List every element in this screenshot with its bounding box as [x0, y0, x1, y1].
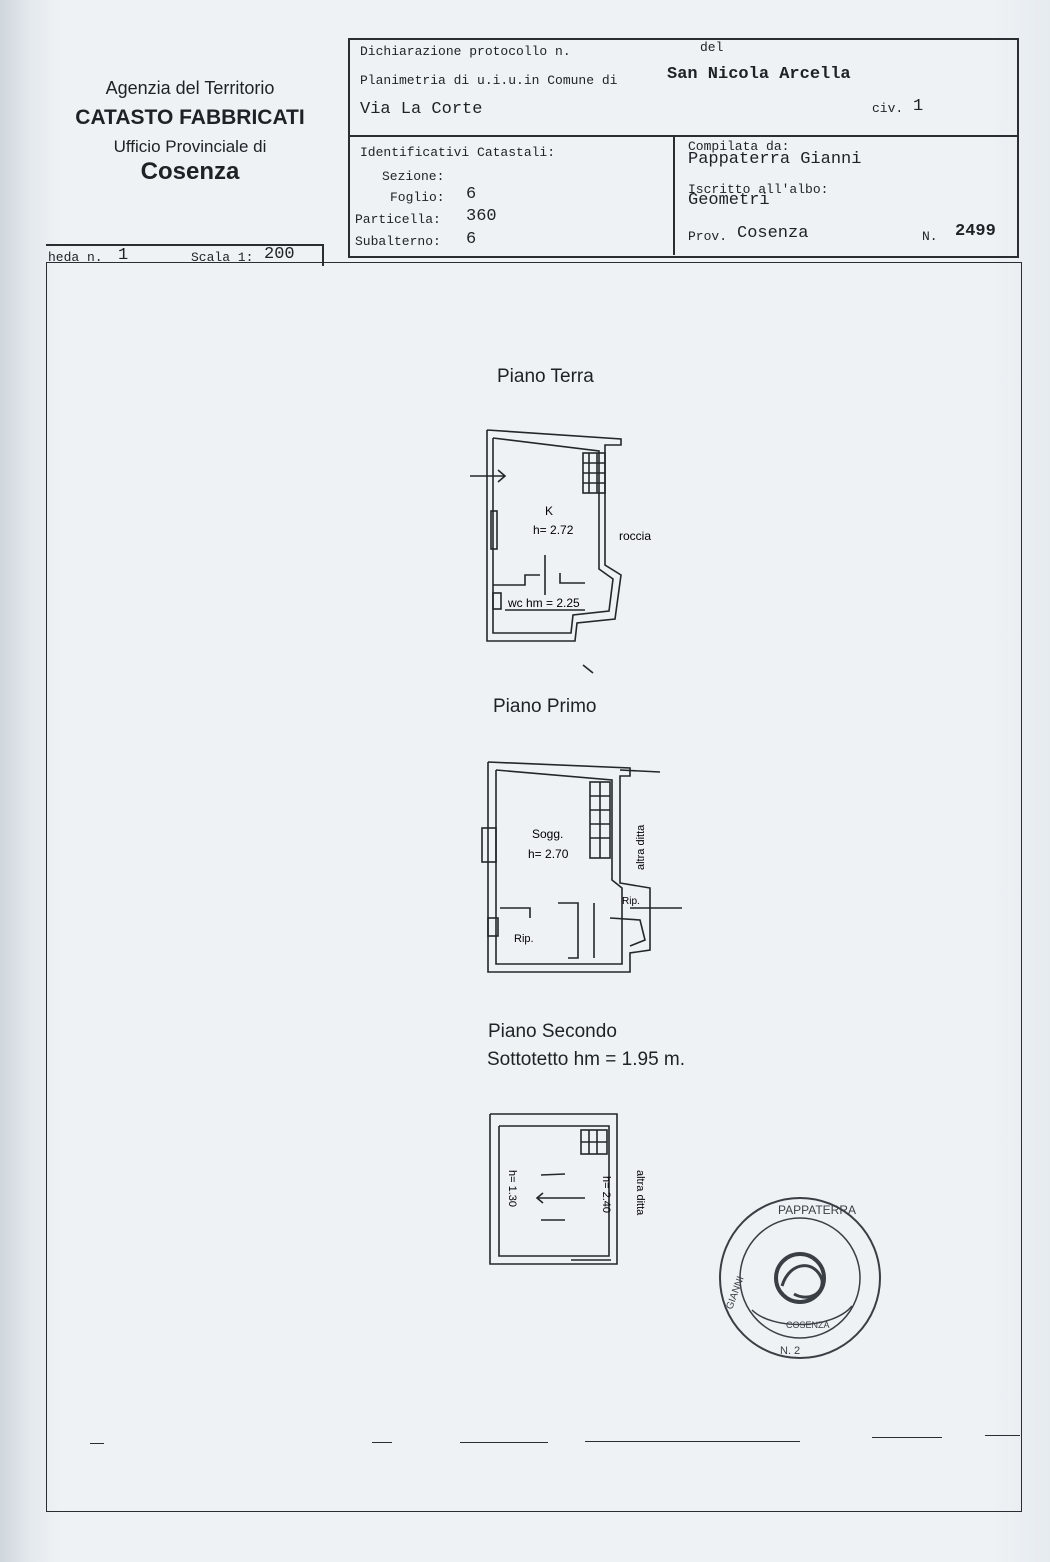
protocollo-label: Dichiarazione protocollo n.: [360, 44, 571, 59]
bottom-mark: [585, 1441, 800, 1442]
scheda-top-line: [46, 244, 324, 246]
header-divider: [348, 135, 1017, 137]
scheda-number: 1: [118, 246, 129, 265]
n-value: 2499: [955, 222, 996, 241]
scheda-right-line: [322, 244, 324, 266]
piano-secondo-plan: h= 1.30 h= 2.40 altra ditta: [489, 1113, 645, 1265]
ufficio-label: Ufficio Provinciale di: [113, 137, 267, 156]
prov-label: Prov.: [688, 229, 728, 244]
terra-room-label: K: [545, 504, 553, 518]
secondo-h-left: h= 1.30: [506, 1170, 518, 1207]
compilata-label: Compilata da:: [688, 139, 790, 154]
identificativi-title: Identificativi Catastali:: [360, 145, 556, 160]
n-label: N.: [922, 229, 938, 244]
drawing-frame: [46, 262, 1022, 1512]
primo-height: h= 2.70: [528, 847, 569, 861]
albo-label: Iscritto all'albo:: [688, 182, 829, 197]
subalterno-value: 6: [466, 230, 477, 249]
stamp-left: GIANNI: [724, 1275, 746, 1311]
scheda-label: heda n.: [48, 250, 103, 265]
foglio-label: Foglio:: [390, 190, 445, 205]
scale-value: 200: [264, 245, 295, 264]
compiler-name: Pappaterra Gianni: [688, 150, 862, 169]
prov-value: Cosenza: [737, 224, 809, 243]
via-name: Via La Corte: [360, 100, 483, 119]
primo-room-label: Sogg.: [532, 827, 563, 841]
bottom-mark: [372, 1442, 392, 1443]
stamp-number: N. 2: [780, 1345, 800, 1357]
ufficio-city: Cosenza: [140, 158, 240, 185]
sottotetto-label: Sottotetto hm = 1.95 m.: [487, 1049, 686, 1070]
del-label: del: [700, 40, 724, 55]
stamp-bottom: COSENZA: [786, 1320, 830, 1330]
particella-label: Particella:: [355, 212, 441, 227]
civ-label: civ.: [872, 101, 904, 116]
albo-value: Geometri: [688, 191, 770, 210]
bottom-mark: [90, 1443, 104, 1444]
piano-primo-plan: Sogg. h= 2.70 altra ditta Rip. Rip.: [481, 761, 682, 973]
primo-rip-1: Rip.: [622, 896, 640, 907]
stamp-top: PAPPATERRA: [778, 1203, 856, 1217]
bottom-mark: [872, 1437, 942, 1438]
comune-name: San Nicola Arcella: [667, 65, 851, 84]
catasto-title: CATASTO FABBRICATI: [75, 106, 305, 129]
foglio-value: 6: [466, 185, 477, 204]
bottom-mark: [985, 1435, 1020, 1436]
particella-value: 360: [466, 207, 497, 226]
piano-terra-plan: K h= 2.72 roccia wc hm = 2.25: [470, 429, 651, 674]
primo-rip-2: Rip.: [514, 933, 534, 945]
scale-label: Scala 1:: [191, 250, 254, 265]
terra-height: h= 2.72: [533, 523, 574, 537]
secondo-side-label: altra ditta: [634, 1170, 645, 1216]
header-box: [348, 38, 1019, 258]
primo-side-label: altra ditta: [635, 824, 647, 870]
header-col-divider: [673, 135, 675, 255]
piano-terra-title: Piano Terra: [497, 366, 594, 387]
subalterno-label: Subalterno:: [355, 234, 441, 249]
secondo-h-right: h= 2.40: [600, 1176, 612, 1213]
piano-primo-title: Piano Primo: [493, 696, 597, 717]
agency-name: Agenzia del Territorio: [105, 78, 275, 98]
bottom-mark: [460, 1442, 548, 1443]
terra-rock-label: roccia: [619, 529, 651, 543]
sezione-label: Sezione:: [382, 169, 445, 184]
civ-value: 1: [913, 97, 924, 116]
piano-secondo-title: Piano Secondo: [488, 1021, 617, 1042]
terra-wc-label: wc hm = 2.25: [507, 596, 580, 610]
professional-stamp: PAPPATERRA GIANNI COSENZA N. 2: [719, 1197, 881, 1359]
planimetria-label: Planimetria di u.i.u.in Comune di: [360, 73, 618, 88]
